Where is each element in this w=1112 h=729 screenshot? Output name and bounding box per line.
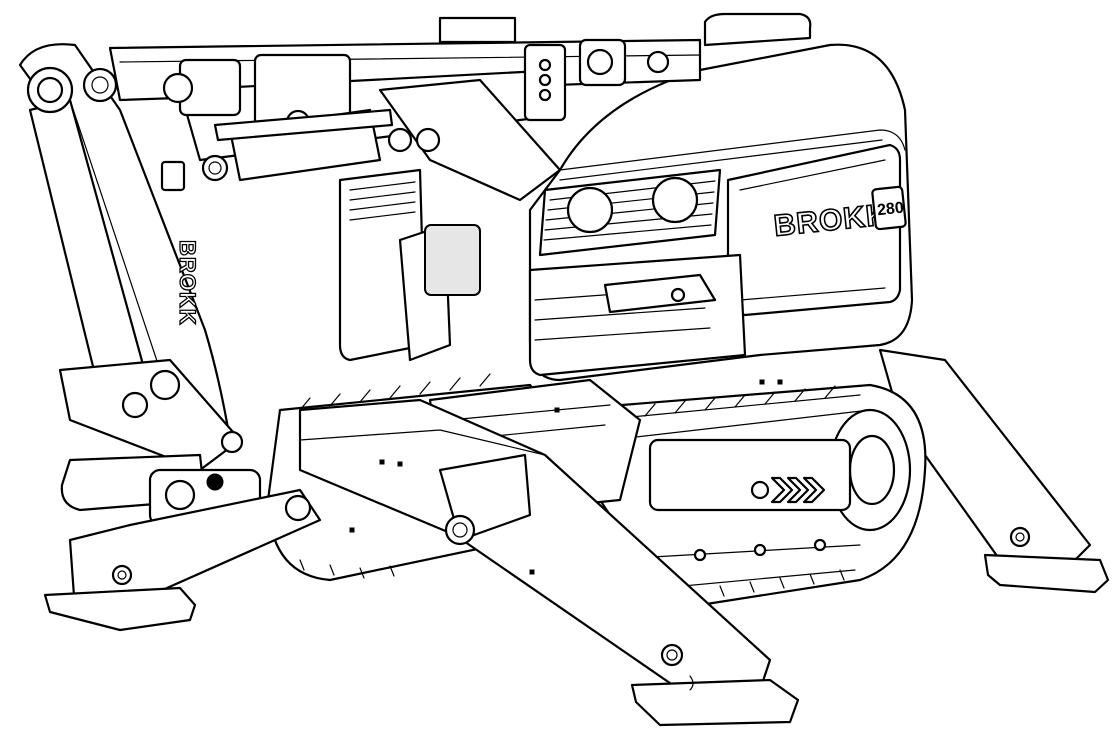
rear-right-outrigger xyxy=(878,348,1110,594)
boom-top xyxy=(108,16,702,202)
chevron-logo xyxy=(750,476,826,504)
right-track xyxy=(558,383,927,607)
model-label: 280 xyxy=(876,199,904,219)
main-arm: BROKK xyxy=(18,43,266,531)
vent-grille xyxy=(538,168,722,257)
model-badge: 280 xyxy=(871,185,907,231)
arm-brand-label: BROKK xyxy=(175,240,200,326)
power-pack-housing: BROKK 280 xyxy=(338,12,914,382)
front-right-outrigger xyxy=(298,398,800,727)
bolt-markings xyxy=(349,379,783,575)
front-left-outrigger xyxy=(43,488,322,632)
